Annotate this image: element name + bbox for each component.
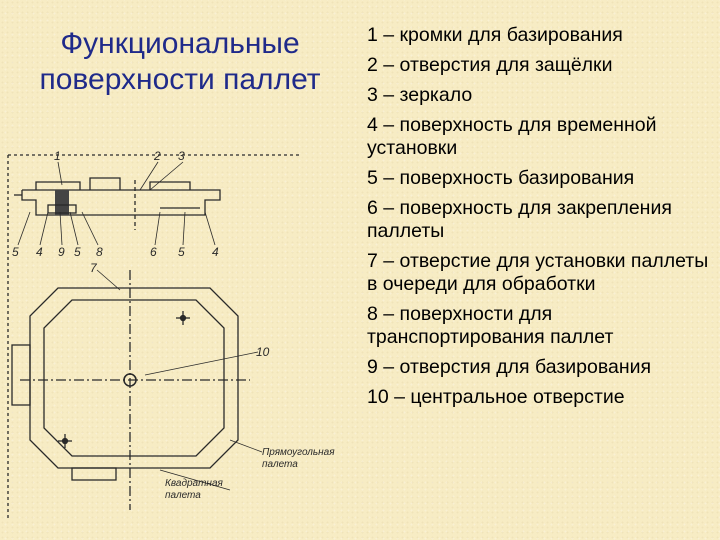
- callout-5c: 5: [178, 245, 185, 259]
- title-line-2: поверхности паллет: [39, 63, 321, 96]
- callout-5a: 5: [12, 245, 19, 259]
- leader-lines: [17, 161, 263, 491]
- callout-4b: 4: [212, 245, 219, 259]
- callout-2: 2: [153, 149, 161, 163]
- legend-item-1: 1 – кромки для базирования: [367, 24, 623, 46]
- basing-hole-bottom-left: [58, 434, 72, 448]
- legend-item-10: 10 – центральное отверстие: [367, 386, 625, 408]
- callout-3: 3: [178, 149, 185, 163]
- label-rectangular-line-1: Прямоугольная: [262, 447, 335, 458]
- legend-item-8: 8 – поверхности для транспортирования па…: [367, 303, 614, 348]
- legend-item-2: 2 – отверстия для защёлки: [367, 54, 613, 76]
- central-hole: [123, 373, 137, 387]
- pallet-drawing: 1 2 3 5 4 9 5 8 6 5 4 7 10 Прямоугольная…: [7, 149, 335, 520]
- side-tab-left: [11, 344, 31, 406]
- callout-6: 6: [150, 245, 157, 259]
- label-square-line-1: Квадратная: [165, 478, 224, 489]
- legend-item-3: 3 – зеркало: [367, 84, 473, 106]
- label-square-line-2: палета: [165, 490, 201, 501]
- callout-9: 9: [58, 245, 65, 259]
- basing-hole-top-right: [176, 311, 190, 325]
- bottom-tab: [71, 467, 117, 481]
- square-pallet-outline: [43, 299, 225, 457]
- pallet-plan-view: [11, 270, 250, 510]
- callout-4a: 4: [36, 245, 43, 259]
- callout-7: 7: [90, 261, 98, 275]
- legend-item-7: 7 – отверстие для установки паллеты в оч…: [367, 250, 709, 295]
- legend-item-6: 6 – поверхность для закрепления паллеты: [367, 197, 672, 242]
- legend-list: 1 – кромки для базирования 2 – отверстия…: [367, 24, 717, 416]
- slide-title: Функциональные поверхности паллет: [0, 26, 360, 98]
- legend-item-9: 9 – отверстия для базирования: [367, 356, 652, 378]
- label-rectangular-line-2: палета: [262, 459, 298, 470]
- legend-item-4: 4 – поверхность для временной установки: [367, 114, 657, 159]
- callout-8: 8: [96, 245, 103, 259]
- callout-numbers: 1 2 3 5 4 9 5 8 6 5 4 7 10: [12, 149, 270, 359]
- callout-5b: 5: [74, 245, 81, 259]
- legend-item-5: 5 – поверхность базирования: [367, 167, 635, 189]
- pallet-labels: Прямоугольная палета Квадратная палета: [165, 447, 335, 501]
- callout-1: 1: [54, 149, 61, 163]
- pallet-section-view: [14, 177, 221, 230]
- hatching-frame: [7, 154, 300, 520]
- title-line-1: Функциональные: [60, 27, 300, 60]
- callout-10: 10: [256, 345, 270, 359]
